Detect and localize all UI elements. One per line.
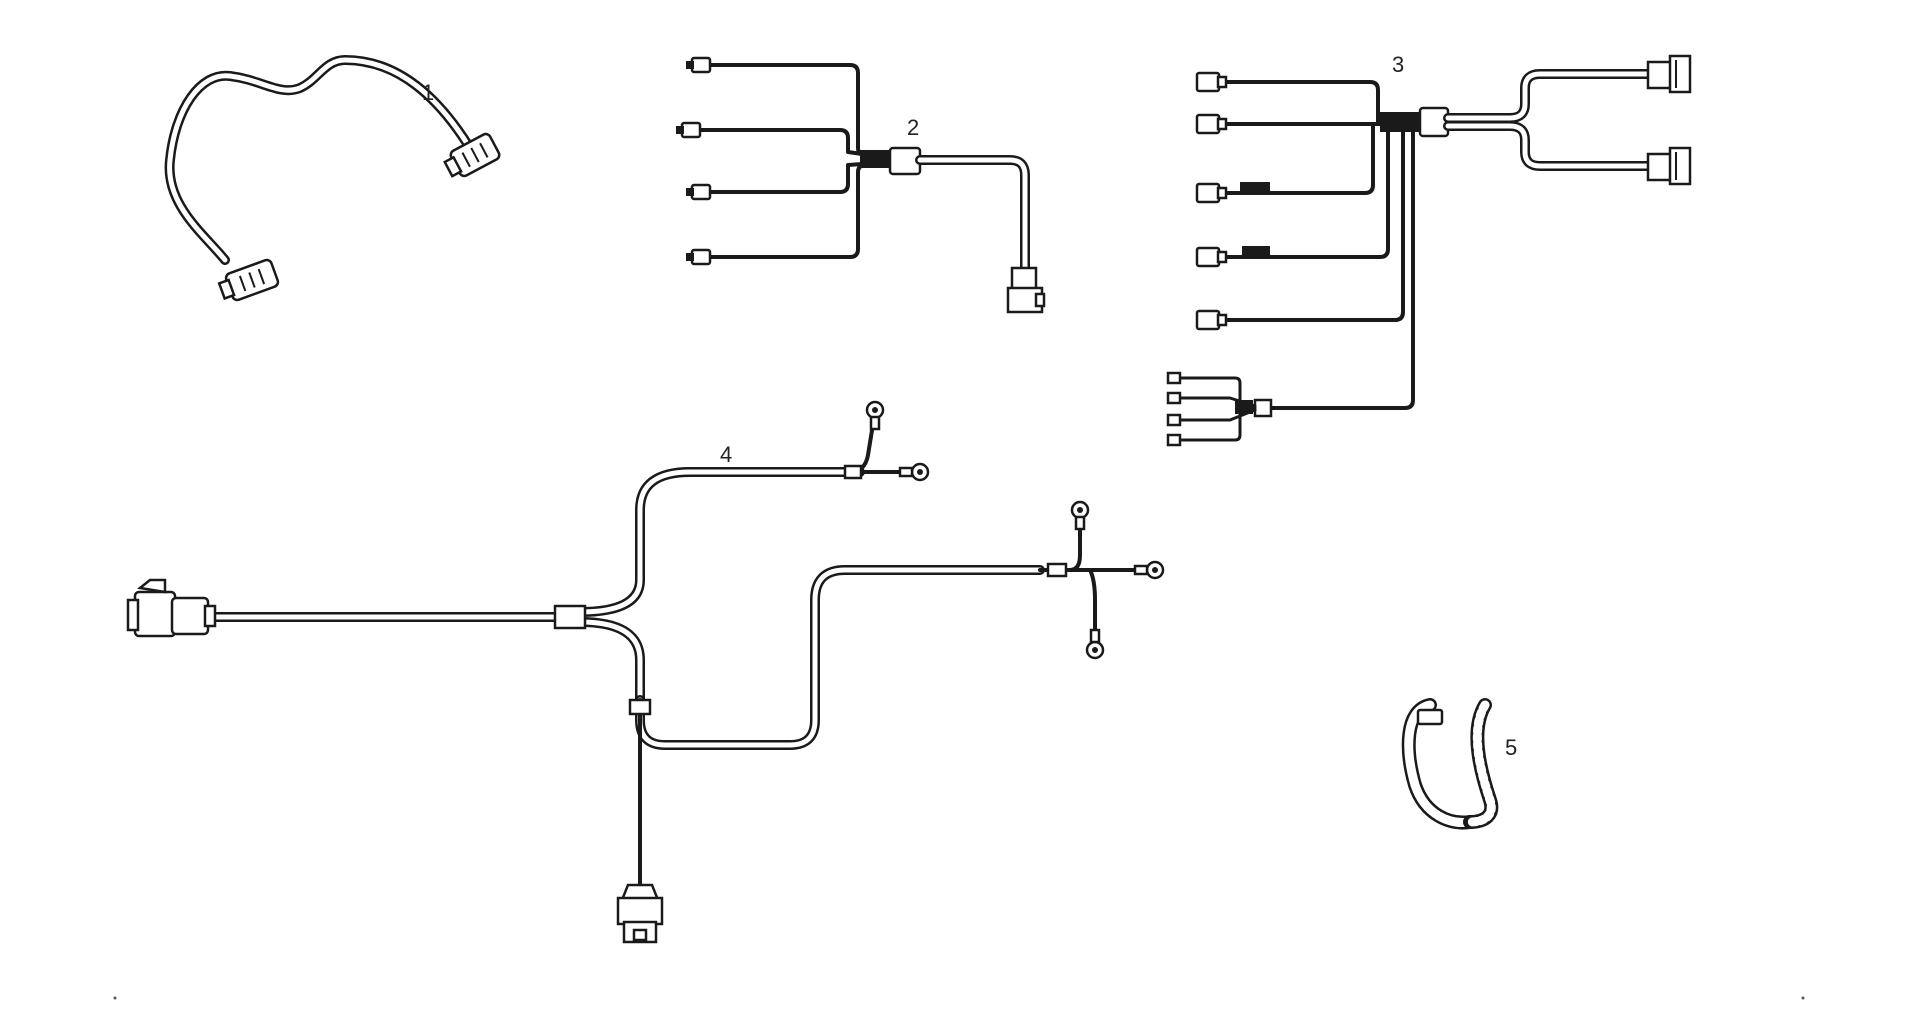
sub-harness-3 (1166, 371, 1273, 447)
ring-terminal-4a (865, 400, 885, 431)
terminal-2c (686, 183, 712, 201)
corner-mark-right (1801, 996, 1805, 1000)
harness-2[interactable] (676, 56, 1046, 314)
terminal-3b (1195, 113, 1228, 135)
connector-3a (1646, 54, 1692, 94)
callout-2: 2 (907, 115, 919, 140)
callout-4: 4 (720, 442, 732, 467)
ring-terminal-4b (898, 462, 930, 482)
bottom-connector-4 (616, 883, 664, 944)
connector-1b (217, 258, 280, 302)
ring-terminal-4c (1070, 500, 1090, 531)
ring-terminal-4d (1133, 560, 1165, 580)
corner-mark-left (113, 996, 117, 1000)
harness-1[interactable] (164, 55, 501, 304)
callout-5: 5 (1505, 735, 1517, 760)
terminal-3c (1195, 182, 1228, 204)
terminal-3e (1195, 309, 1228, 331)
harness-3[interactable] (1166, 54, 1692, 447)
terminal-2d (686, 248, 712, 266)
connector-1a (443, 132, 501, 178)
ring-terminal-4e (1085, 628, 1105, 660)
connector-3b (1646, 146, 1692, 186)
callout-3: 3 (1392, 52, 1404, 77)
callout-1: 1 (422, 80, 434, 105)
terminal-3a (1195, 71, 1228, 93)
cable-tie-5[interactable] (1401, 698, 1499, 830)
terminal-2b (676, 121, 702, 139)
connector-2-main (1006, 266, 1046, 314)
terminal-2a (686, 56, 712, 74)
main-connector-4 (126, 578, 217, 638)
terminal-3d (1195, 246, 1228, 268)
harness-4[interactable] (126, 400, 1165, 944)
